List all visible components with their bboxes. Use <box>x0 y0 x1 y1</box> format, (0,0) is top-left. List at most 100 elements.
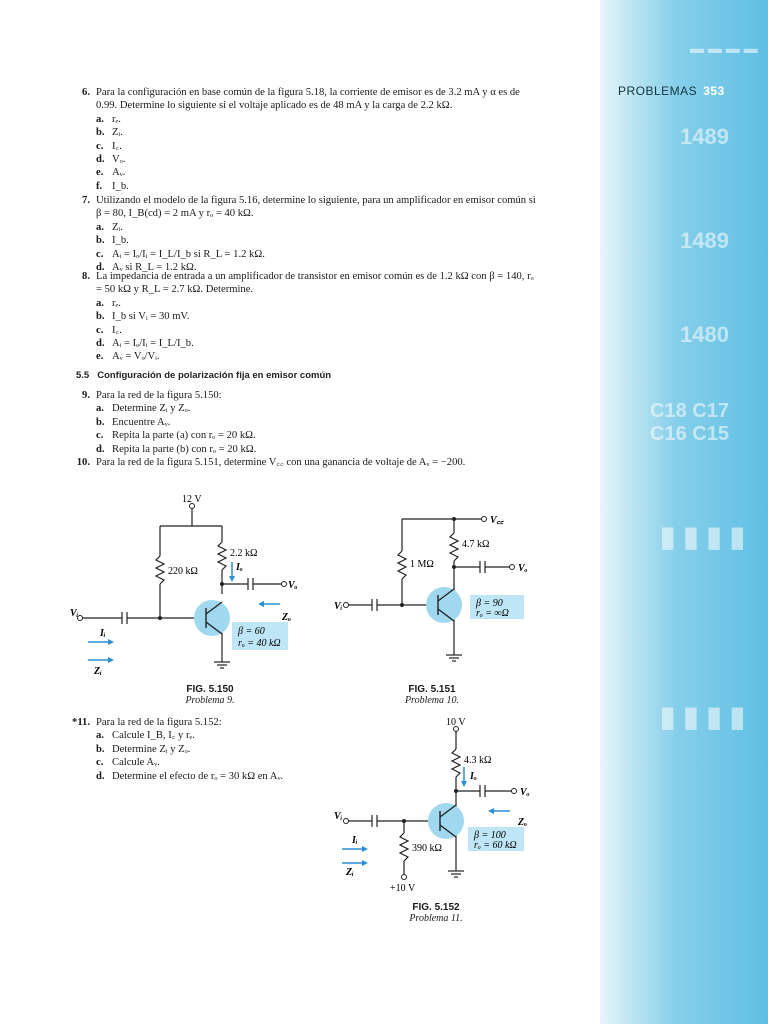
question-item: a. Calcule I_B, I꜀ y rₑ. <box>96 729 342 742</box>
ro-label: rₒ = 40 kΩ <box>238 638 281 649</box>
question-item: d. Aᵢ = Iₒ/Iᵢ = I_L/I_b. <box>96 337 542 350</box>
question-item: c. Calcule Aᵥ. <box>96 756 342 769</box>
item-letter: d. <box>96 338 105 350</box>
question-items: a.Determine Zᵢ y Zₒ.b.Encuentre Aᵥ.c.Rep… <box>96 402 542 456</box>
question-text: Para la configuración en base común de l… <box>96 87 520 112</box>
question-item: b.I_b si Vᵢ = 30 mV. <box>96 310 542 323</box>
question-item: c. Aᵢ = Iₒ/Iᵢ = I_L/I_b si R_L = 1.2 kΩ. <box>96 248 542 261</box>
question-item: b.Zᵢ. <box>96 126 542 139</box>
question-item: d.Repita la parte (b) con rₒ = 20 kΩ. <box>96 443 542 456</box>
figure-number: FIG. 5.151 <box>408 684 456 695</box>
question-7: 7. Utilizando el modelo de la figura 5.16… <box>62 194 542 274</box>
io-label: Iₒ <box>235 562 243 573</box>
beta-label: β = 100 <box>473 830 506 841</box>
zi-label: Zᵢ <box>93 666 102 677</box>
item-letter: e. <box>96 167 104 179</box>
item-letter: d. <box>96 154 105 166</box>
figure-problem: Problema 10. <box>404 695 460 706</box>
figure-5-151-circuit: V꜀꜀ 1 MΩ 4.7 kΩ Vₒ Vᵢ β = 90 rₒ = ∞Ω <box>334 515 528 662</box>
item-letter: a. <box>96 403 104 415</box>
question-item: d. Determine el efecto de rₒ = 30 kΩ en A… <box>96 770 342 783</box>
figure-5-150-circuit: 12 V 220 kΩ 2.2 kΩ Iₒ Vₒ Zₒ Vᵢ Iᵢ Zᵢ β =… <box>70 494 298 677</box>
item-letter: a. <box>96 730 104 742</box>
item-letter: b. <box>96 235 105 247</box>
rc-label: 4.7 kΩ <box>462 539 489 550</box>
question-item: b. Determine Zᵢ y Zₒ. <box>96 743 342 756</box>
page-number: 353 <box>703 84 725 98</box>
item-text: Aᵥ. <box>112 167 126 179</box>
item-letter: b. <box>96 743 105 755</box>
question-item: b. I_b. <box>96 234 542 247</box>
question-item: a.Zᵢ. <box>96 221 542 234</box>
item-letter: c. <box>96 757 104 769</box>
item-text: Repita la parte (b) con rₒ = 20 kΩ. <box>112 443 257 455</box>
question-8: 8.La impedancia de entrada a un amplific… <box>62 270 542 364</box>
item-text: Zᵢ. <box>112 127 123 139</box>
item-text: Aᵥ si R_L = 1.2 kΩ. <box>112 262 197 274</box>
figure-problem: Problema 9. <box>185 695 235 706</box>
running-header: PROBLEMAS 353 <box>618 84 725 98</box>
header-section: PROBLEMAS <box>618 84 698 98</box>
question-item: d.Aᵥ si R_L = 1.2 kΩ. <box>96 261 542 274</box>
vi-label: Vᵢ <box>334 601 343 612</box>
item-letter: f. <box>96 180 103 192</box>
question-number: *11. <box>72 717 90 728</box>
item-letter: d. <box>96 770 105 782</box>
question-item: c.Repita la parte (a) con rₒ = 20 kΩ. <box>96 429 542 442</box>
question-item: e. Aᵥ. <box>96 166 542 179</box>
item-text: I_b. <box>112 235 129 247</box>
item-text: Aᵢ = Iₒ/Iᵢ = I_L/I_b si R_L = 1.2 kΩ. <box>112 248 265 260</box>
item-letter: c. <box>96 248 104 260</box>
item-text: Aᵢ = Iₒ/Iᵢ = I_L/I_b. <box>112 338 194 350</box>
vo-label: Vₒ <box>520 787 530 798</box>
item-letter: c. <box>96 430 104 442</box>
question-6: 6. Para la configuración en base común de… <box>62 86 542 193</box>
question-number: 7. <box>82 195 90 206</box>
question-item: a.rₑ. <box>96 113 542 126</box>
rc-label: 4.3 kΩ <box>464 755 491 766</box>
rb-label: 390 kΩ <box>412 843 442 854</box>
ii-label: Iᵢ <box>99 628 106 639</box>
item-text: Vₒ. <box>112 154 126 166</box>
question-item: a.Determine Zᵢ y Zₒ. <box>96 402 542 415</box>
item-text: Calcule Aᵥ. <box>112 757 160 769</box>
supply-voltage-label: 10 V <box>446 717 466 728</box>
beta-label: β = 90 <box>475 598 503 609</box>
item-letter: e. <box>96 351 104 363</box>
item-letter: a. <box>96 113 104 125</box>
question-item: d. Vₒ. <box>96 153 542 166</box>
figure-problem: Problema 11. <box>409 913 463 924</box>
question-item: c.I꜀. <box>96 140 542 153</box>
question-items: a.rₑ.b.I_b si Vᵢ = 30 mV.c.I꜀.d.Aᵢ = Iₒ/… <box>96 297 542 364</box>
question-number: 10. <box>76 457 90 468</box>
question-text: Utilizando el modelo de la figura 5.16, … <box>96 195 536 220</box>
side-decorative-band: ▬ ▬ ▬ ▬ 1489 1489 1480 C18 C17 C16 C15 ▮… <box>600 0 768 1024</box>
vo-label: Vₒ <box>288 580 298 591</box>
supply-voltage-label: 12 V <box>182 494 202 505</box>
question-items: a.rₑ.b.Zᵢ.c.I꜀.d. Vₒ. e. Aᵥ. f. I_b. <box>96 113 542 193</box>
question-item: f. I_b. <box>96 180 542 193</box>
question-number: 6. <box>82 87 90 98</box>
item-text: Calcule I_B, I꜀ y rₑ. <box>112 730 195 742</box>
question-10: 10. Para la red de la figura 5.151, deter… <box>62 456 542 469</box>
item-text: I_b. <box>112 180 129 192</box>
question-item: e.Aᵥ = Vₒ/Vᵢ. <box>96 350 542 363</box>
question-item: c.I꜀. <box>96 324 542 337</box>
question-text: Para la red de la figura 5.150: <box>96 390 222 401</box>
item-letter: a. <box>96 221 104 233</box>
section-number: 5.5 <box>76 370 90 381</box>
figure-number: FIG. 5.152 <box>412 902 460 913</box>
item-letter: c. <box>96 324 104 336</box>
item-text: Determine el efecto de rₒ = 30 kΩ en Aᵥ. <box>112 770 284 782</box>
item-text: Encuentre Aᵥ. <box>112 416 171 428</box>
item-letter: b. <box>96 416 105 428</box>
ii-label: Iᵢ <box>351 835 358 846</box>
question-9: 9.Para la red de la figura 5.150: a.Dete… <box>62 389 542 456</box>
zo-label: Zₒ <box>281 612 291 623</box>
item-letter: b. <box>96 311 105 323</box>
question-items: a.Zᵢ.b. I_b. c. Aᵢ = Iₒ/Iᵢ = I_L/I_b si R_L… <box>96 221 542 275</box>
section-title: Configuración de polarización fija en em… <box>97 370 332 381</box>
item-text: Determine Zᵢ y Zₒ. <box>112 743 191 755</box>
question-text: Para la red de la figura 5.151, determin… <box>96 457 466 468</box>
ro-label: rₒ = 60 kΩ <box>474 840 517 851</box>
